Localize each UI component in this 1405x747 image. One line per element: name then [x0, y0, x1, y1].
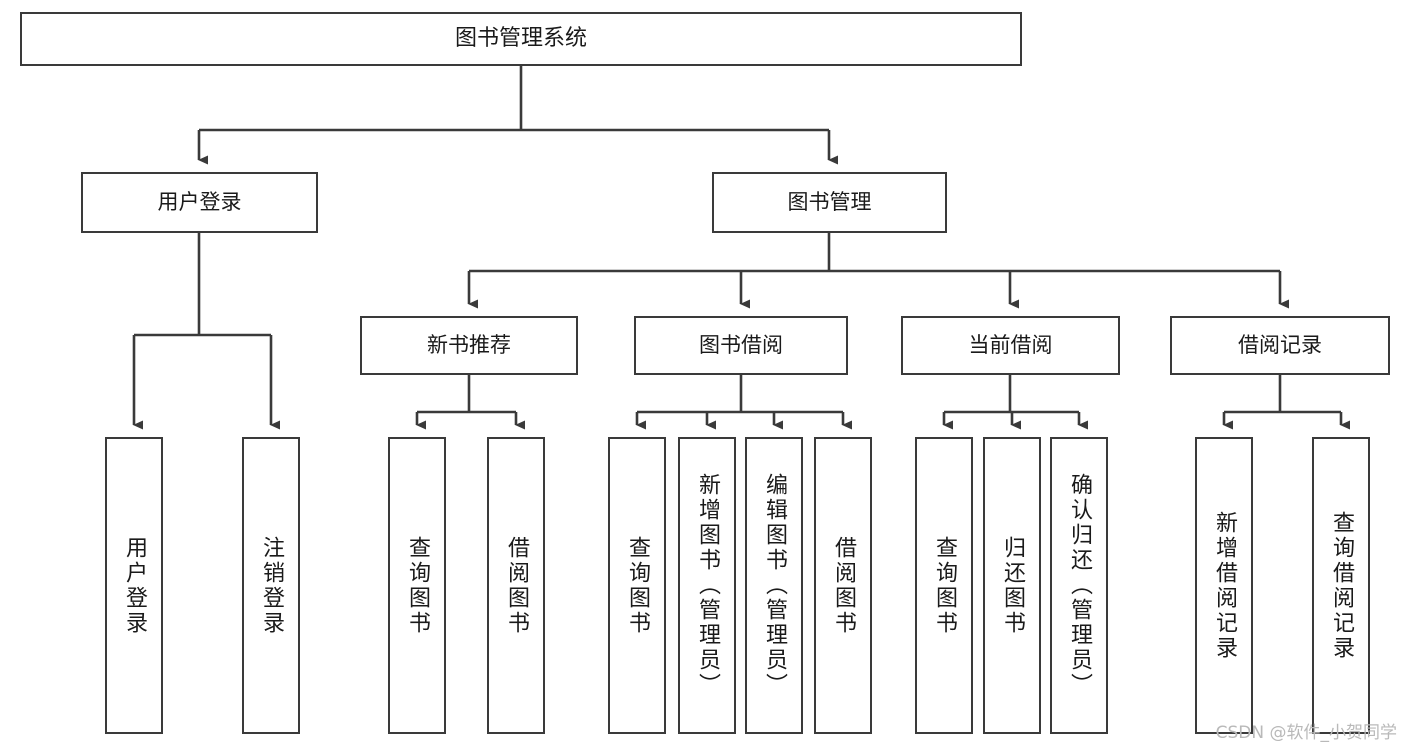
node-label: 图书管理系统 [454, 26, 587, 52]
node-label: 归还图书 [1000, 535, 1025, 636]
node-leaf-query-book-3[interactable]: 查询图书 [915, 437, 973, 734]
node-leaf-add-borrow-record[interactable]: 新增借阅记录 [1195, 437, 1253, 734]
node-book-borrow[interactable]: 图书借阅 [634, 316, 848, 375]
node-leaf-user-login[interactable]: 用户登录 [105, 437, 163, 734]
node-label: 借阅图书 [504, 535, 529, 636]
node-label: 新增图书（管理员） [695, 473, 720, 698]
node-label: 当前借阅 [968, 333, 1053, 358]
node-leaf-return-book[interactable]: 归还图书 [983, 437, 1041, 734]
node-leaf-confirm-return-admin[interactable]: 确认归还（管理员） [1050, 437, 1108, 734]
node-leaf-query-borrow-record[interactable]: 查询借阅记录 [1312, 437, 1370, 734]
node-label: 图书管理 [787, 190, 872, 215]
node-new-book-recommend[interactable]: 新书推荐 [360, 316, 578, 375]
node-label: 查询图书 [932, 535, 957, 636]
node-label: 新增借阅记录 [1212, 510, 1237, 661]
node-label: 编辑图书（管理员） [762, 473, 787, 698]
watermark-text: CSDN @软件_小贺同学 [1215, 723, 1397, 743]
node-leaf-logout-login[interactable]: 注销登录 [242, 437, 300, 734]
node-leaf-borrow-book-1[interactable]: 借阅图书 [487, 437, 545, 734]
node-leaf-edit-book-admin[interactable]: 编辑图书（管理员） [745, 437, 803, 734]
node-label: 查询借阅记录 [1329, 510, 1354, 661]
node-label: 图书借阅 [699, 333, 783, 358]
node-label: 借阅记录 [1238, 333, 1322, 358]
node-label: 用户登录 [122, 535, 147, 636]
node-leaf-borrow-book-2[interactable]: 借阅图书 [814, 437, 872, 734]
node-leaf-query-book-2[interactable]: 查询图书 [608, 437, 666, 734]
node-label: 注销登录 [259, 535, 284, 636]
node-user-login[interactable]: 用户登录 [81, 172, 318, 233]
node-label: 确认归还（管理员） [1067, 473, 1092, 698]
node-book-manage[interactable]: 图书管理 [712, 172, 947, 233]
node-leaf-query-book-1[interactable]: 查询图书 [388, 437, 446, 734]
node-root-system[interactable]: 图书管理系统 [20, 12, 1022, 66]
node-borrow-record[interactable]: 借阅记录 [1170, 316, 1390, 375]
node-current-borrow[interactable]: 当前借阅 [901, 316, 1120, 375]
node-label: 用户登录 [157, 190, 242, 215]
node-label: 查询图书 [405, 535, 430, 636]
node-leaf-add-book-admin[interactable]: 新增图书（管理员） [678, 437, 736, 734]
node-label: 借阅图书 [831, 535, 856, 636]
node-label: 新书推荐 [427, 333, 511, 358]
node-label: 查询图书 [625, 535, 650, 636]
